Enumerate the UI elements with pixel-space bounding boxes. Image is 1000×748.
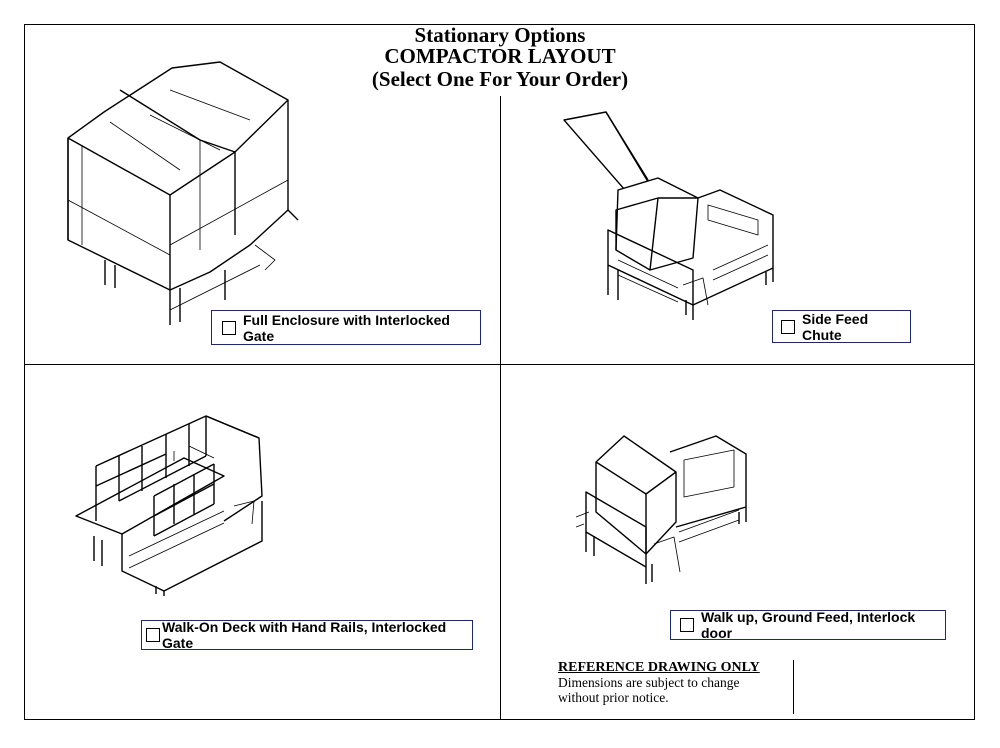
- option-ground-feed[interactable]: Walk up, Ground Feed, Interlock door: [670, 609, 946, 641]
- title-stationary-options: Stationary Options: [414, 23, 586, 47]
- reference-note: REFERENCE DRAWING ONLY Dimensions are su…: [558, 660, 794, 714]
- reference-line-1: Dimensions are subject to change: [558, 675, 740, 690]
- title-select-instruction: (Select One For Your Order): [371, 67, 629, 91]
- full-enclosure-checkbox[interactable]: [222, 320, 236, 335]
- option-walk-on-deck[interactable]: Walk-On Deck with Hand Rails, Interlocke…: [141, 619, 473, 651]
- side-feed-chute-checkbox[interactable]: [781, 319, 795, 334]
- ground-feed-drawing: [575, 435, 747, 584]
- side-feed-chute-drawing: [563, 111, 774, 320]
- option-full-enclosure[interactable]: Full Enclosure with Interlocked Gate: [211, 310, 481, 345]
- walk-on-deck-drawing: [75, 415, 263, 596]
- full-enclosure-label: Full Enclosure with Interlocked Gate: [243, 311, 450, 344]
- layout-frame: [24, 24, 975, 720]
- side-feed-chute-label: Side Feed Chute: [802, 310, 869, 343]
- option-side-feed-chute[interactable]: Side Feed Chute: [772, 310, 911, 343]
- divider-vertical: [500, 96, 501, 720]
- ground-feed-label: Walk up, Ground Feed, Interlock door: [701, 609, 916, 641]
- title-compactor-layout: COMPACTOR LAYOUT: [384, 44, 616, 68]
- walk-on-deck-label: Walk-On Deck with Hand Rails, Interlocke…: [162, 619, 447, 651]
- full-enclosure-drawing: [67, 61, 299, 325]
- reference-line-2: without prior notice.: [558, 690, 669, 705]
- ground-feed-checkbox[interactable]: [680, 618, 694, 632]
- divider-horizontal: [24, 364, 975, 365]
- reference-heading: REFERENCE DRAWING ONLY: [558, 660, 760, 675]
- walk-on-deck-checkbox[interactable]: [146, 628, 160, 642]
